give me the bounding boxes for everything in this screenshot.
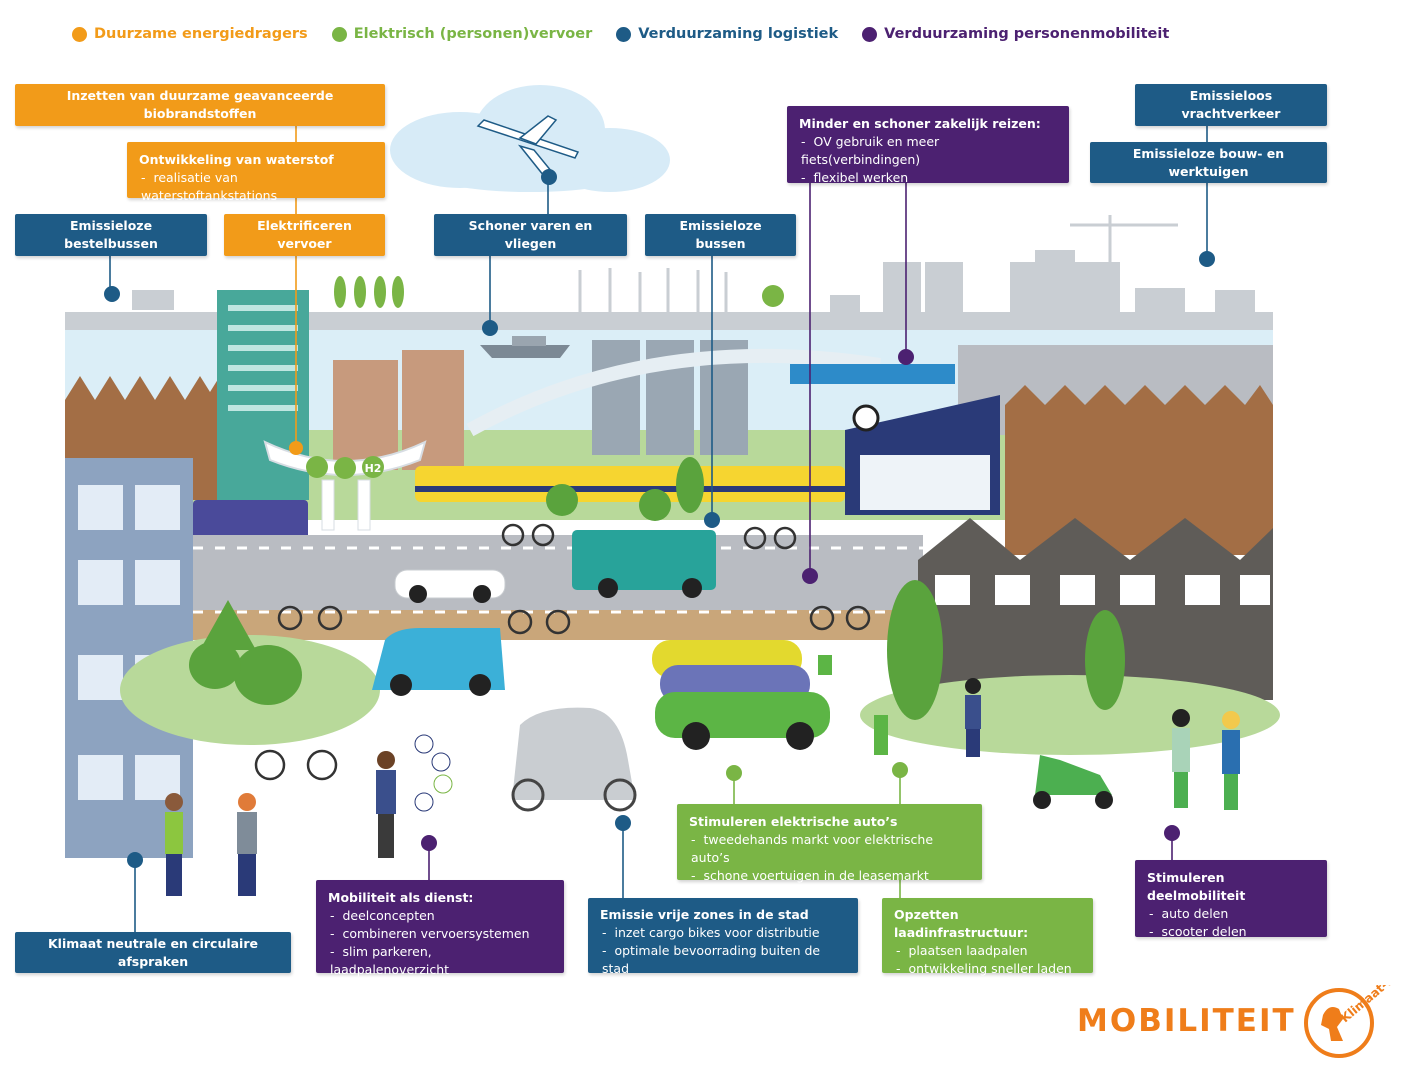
label-autos: Stimuleren elektrische auto’s tweedehand… [677, 804, 982, 883]
label-klimaat-title: Klimaat neutrale en circulaire afspraken [48, 935, 258, 969]
green-bus [572, 530, 716, 590]
trees [189, 457, 1125, 720]
rail-bridge [466, 348, 882, 437]
label-zakelijk-item-2: flexibel werken [799, 169, 1057, 187]
label-klimaat: Klimaat neutrale en circulaire afspraken [15, 932, 291, 973]
label-zones-item-1: inzet cargo bikes voor distributie [600, 924, 846, 942]
legend-label-logistiek: Verduurzaming logistiek [638, 26, 839, 42]
label-zones-item-2: optimale bevoorrading buiten de stad [600, 942, 846, 978]
label-dienst-item-1: deelconcepten [328, 907, 552, 925]
label-elektrificeren: Elektrificeren vervoer [224, 214, 385, 256]
label-laad: Opzetten laadinfrastructuur: plaatsen la… [882, 898, 1093, 976]
label-dienst-title: Mobiliteit als dienst: [328, 890, 474, 905]
boat-icon [480, 336, 570, 358]
klimaatakkoord-logo: Klimaat-akkoord [1304, 985, 1391, 1058]
blue-van [372, 628, 505, 690]
road [193, 535, 923, 610]
train-station [845, 395, 1000, 515]
label-vracht-title: Emissieloos vrachtverkeer [1181, 88, 1281, 121]
h2-text: H2 [365, 462, 382, 475]
label-waterstof-item-1: realisatie van waterstoftankstations [139, 169, 373, 205]
label-zones-title: Emissie vrije zones in de stad [600, 907, 809, 922]
apartment-block-1 [333, 360, 398, 470]
label-deel: Stimuleren deelmobiliteit auto delen sco… [1135, 860, 1327, 939]
legend-dot-green [331, 26, 347, 42]
charging-pole [874, 715, 888, 755]
label-dienst-item-3: slim parkeren, laadpalenoverzicht [328, 943, 552, 979]
label-biobrandstoffen-title: Inzetten van duurzame geavanceerde biobr… [66, 88, 334, 121]
pod-car [512, 707, 635, 800]
label-varen: Schoner varen en vliegen [434, 214, 627, 256]
label-dienst-item-2: combineren vervoersystemen [328, 925, 552, 943]
scooter [1035, 755, 1112, 795]
legend-dot-purple [862, 26, 878, 42]
label-bouw-title: Emissieloze bouw- en werktuigen [1132, 145, 1285, 179]
label-deel-item-2: scooter delen [1147, 923, 1315, 941]
mobiliteit-title: MOBILITEIT [1077, 1003, 1296, 1039]
label-biobrandstoffen: Inzetten van duurzame geavanceerde biobr… [15, 84, 385, 126]
legend-label-energie: Duurzame energiedragers [94, 26, 308, 42]
label-laad-title: Opzetten laadinfrastructuur: [894, 907, 1029, 940]
bike-lane [193, 610, 923, 640]
label-deel-title: Stimuleren deelmobiliteit [1147, 870, 1246, 903]
label-zakelijk-title: Minder en schoner zakelijk reizen: [799, 116, 1041, 131]
hydrogen-station: H2 [263, 440, 427, 531]
legend: Duurzame energiedragers Elektrisch (pers… [72, 26, 1193, 42]
label-autos-item-1: tweedehands markt voor elektrische auto’… [689, 831, 970, 867]
label-zakelijk-item-1: OV gebruik en meer fiets(verbindingen) [799, 133, 1057, 169]
background-skyline [65, 250, 1273, 330]
label-varen-title: Schoner varen en vliegen [468, 218, 593, 251]
airplane-icon [476, 115, 580, 177]
crane-icon [1070, 215, 1178, 265]
label-waterstof: Ontwikkeling van waterstof realisatie va… [127, 142, 385, 203]
legend-dot-orange [72, 26, 87, 42]
legend-item-elektrisch: Elektrisch (personen)vervoer [331, 26, 593, 42]
label-elektrificeren-title: Elektrificeren vervoer [257, 218, 352, 251]
label-deel-item-1: auto delen [1147, 905, 1315, 923]
bicycles [254, 523, 871, 781]
label-waterstof-title: Ontwikkeling van waterstof [139, 152, 334, 167]
label-autos-item-2: schone voertuigen in de leasemarkt [689, 867, 970, 885]
connector-dots [104, 169, 1215, 868]
label-zones: Emissie vrije zones in de stad inzet car… [588, 898, 858, 976]
intercity-train [415, 466, 845, 502]
legend-label-elektrisch: Elektrisch (personen)vervoer [353, 26, 593, 42]
label-vracht: Emissieloos vrachtverkeer [1135, 84, 1327, 126]
label-bestelbussen-title: Emissieloze bestelbussen [64, 218, 158, 251]
label-laad-item-1: plaatsen laadpalen [894, 942, 1081, 960]
label-bestelbussen: Emissieloze bestelbussen [15, 214, 207, 256]
label-bussen-title: Emissieloze bussen [679, 218, 762, 251]
label-laad-item-2: ontwikkeling sneller laden [894, 960, 1081, 978]
label-bussen: Emissieloze bussen [645, 214, 796, 256]
legend-label-personen: Verduurzaming personenmobiliteit [884, 26, 1170, 42]
poplar-trees [334, 276, 784, 308]
wind-turbines [578, 268, 728, 312]
metro-train [790, 364, 955, 384]
app-icons [414, 734, 453, 812]
legend-dot-blue [616, 26, 632, 42]
people [165, 678, 1240, 896]
legend-item-logistiek: Verduurzaming logistiek [616, 26, 838, 42]
legend-item-personen: Verduurzaming personenmobiliteit [862, 26, 1169, 42]
legend-item-energie: Duurzame energiedragers [72, 26, 308, 42]
label-dienst: Mobiliteit als dienst: deelconcepten com… [316, 880, 564, 977]
row-houses-right [1005, 385, 1273, 555]
label-bouw: Emissieloze bouw- en werktuigen [1090, 142, 1327, 183]
label-autos-title: Stimuleren elektrische auto’s [689, 814, 898, 829]
label-zakelijk: Minder en schoner zakelijk reizen: OV ge… [787, 106, 1069, 185]
